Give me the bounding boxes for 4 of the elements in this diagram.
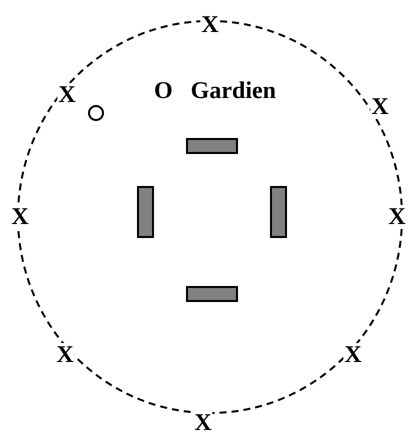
marker-label: X — [10, 205, 30, 229]
marker-label: X — [370, 95, 390, 119]
guard-label: O Gardien — [153, 79, 277, 103]
marker-label: X — [387, 205, 407, 229]
